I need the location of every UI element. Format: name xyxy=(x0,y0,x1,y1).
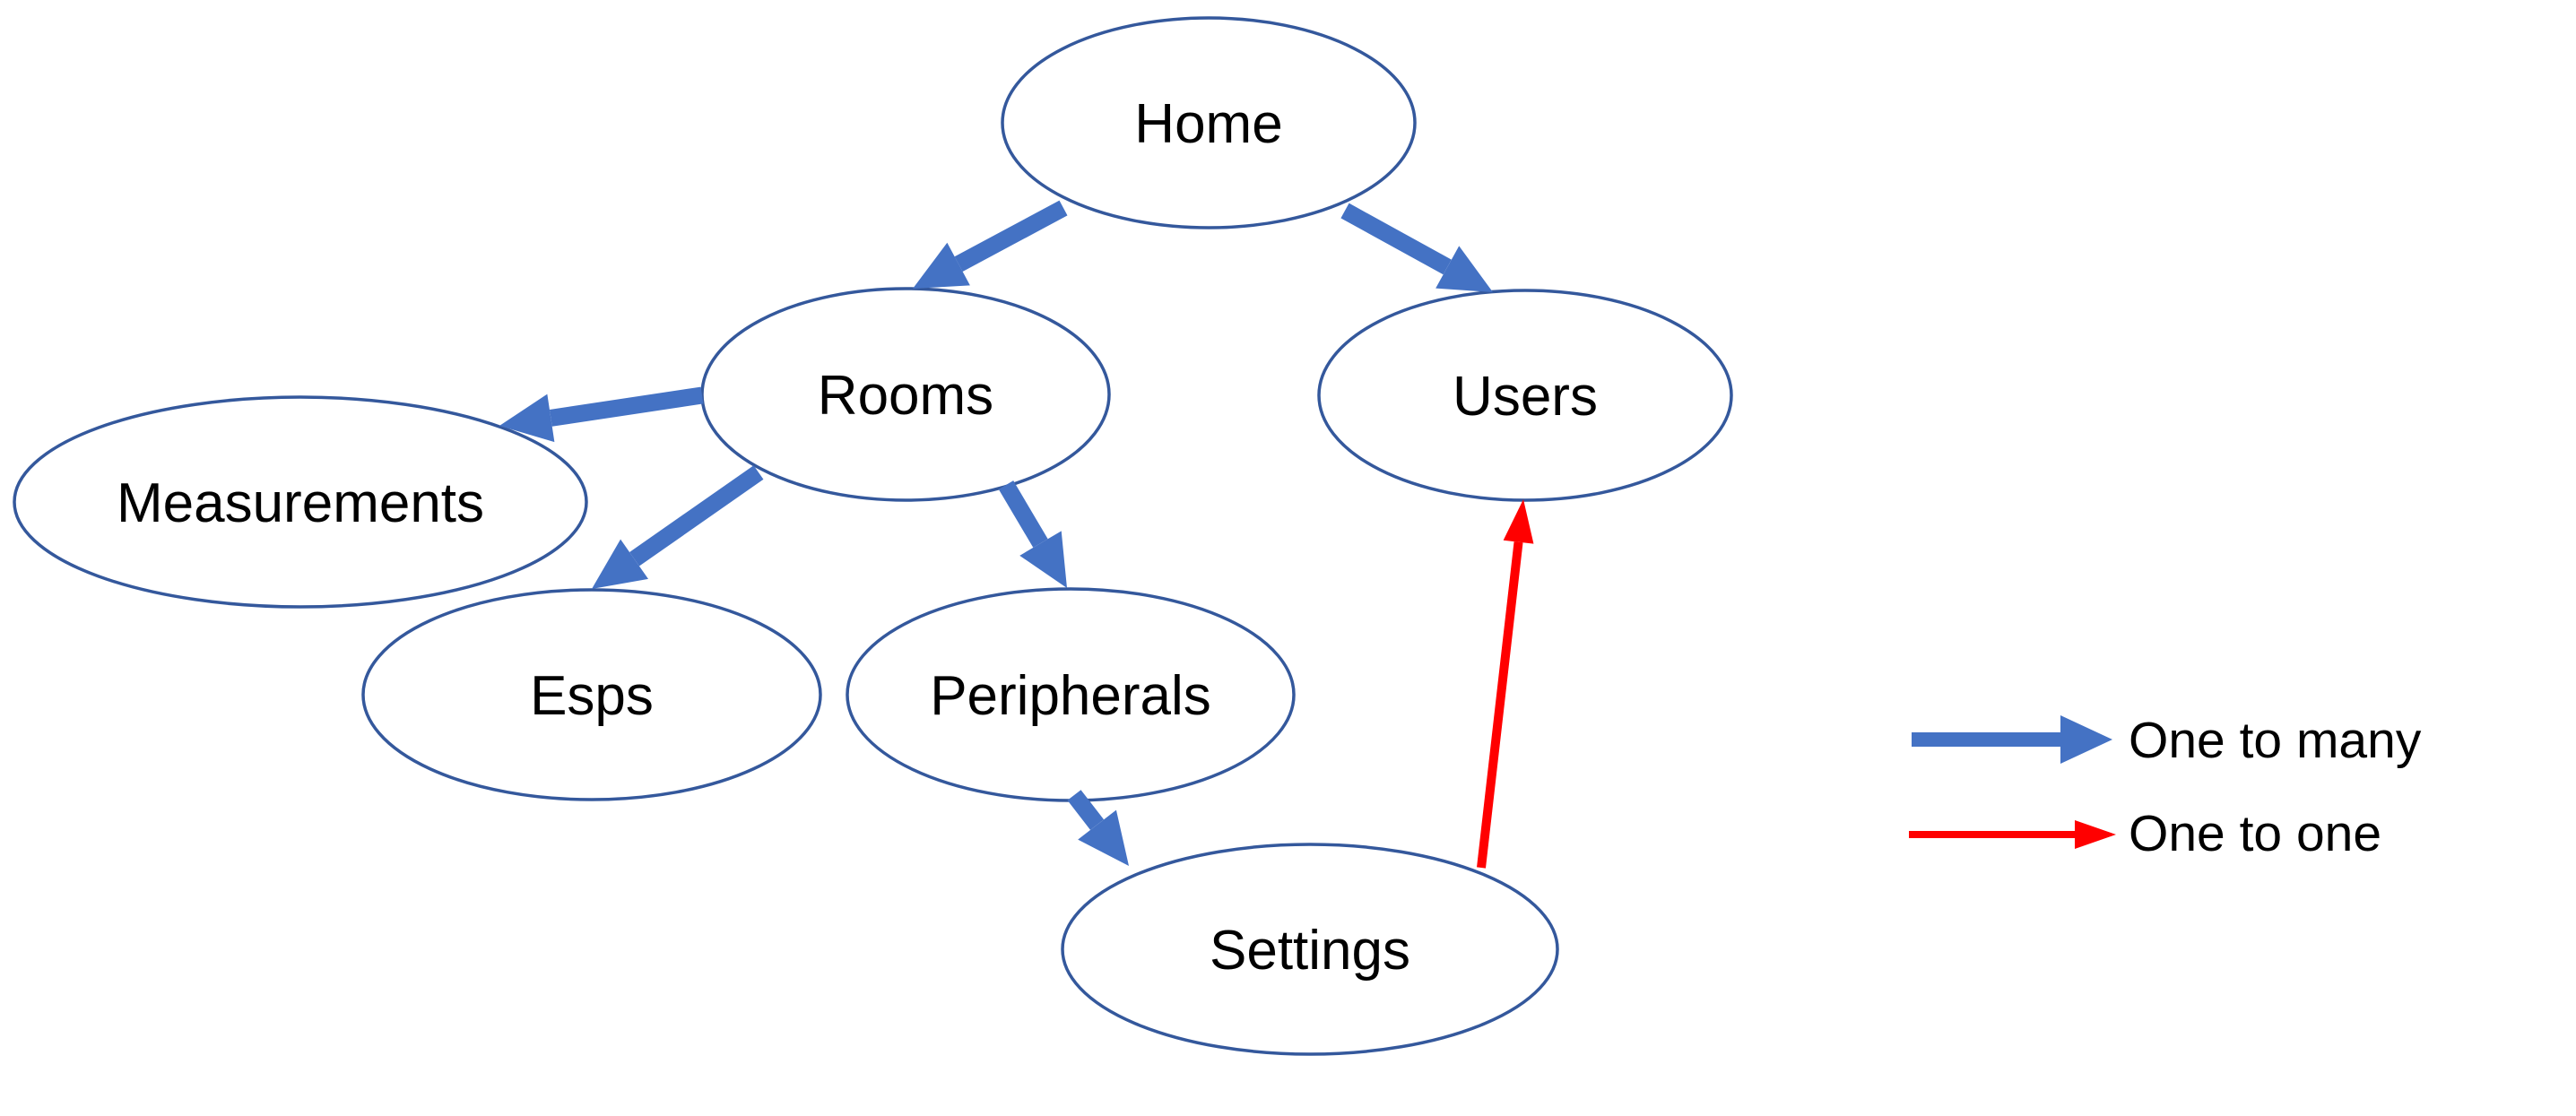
arrow-shaft xyxy=(998,480,1048,548)
node-home: Home xyxy=(1001,16,1417,229)
node-ellipse xyxy=(1317,289,1733,502)
node-label-esps: Esps xyxy=(530,665,654,727)
node-rooms: Rooms xyxy=(700,287,1111,502)
arrowhead-icon xyxy=(2060,715,2112,764)
arrow-shaft xyxy=(1477,541,1523,869)
arrowhead-icon xyxy=(1503,499,1534,544)
edge-rooms-peripherals xyxy=(998,480,1067,588)
edge-peripherals-settings xyxy=(1067,790,1129,866)
node-esps: Esps xyxy=(361,588,822,801)
node-label-measurements: Measurements xyxy=(117,472,484,534)
node-ellipse xyxy=(700,287,1111,502)
arrowhead-icon xyxy=(499,394,555,443)
node-settings: Settings xyxy=(1061,843,1559,1056)
legend-arrow-one-to-one xyxy=(1909,820,2116,849)
edge-rooms-esps xyxy=(592,465,764,589)
node-label-rooms: Rooms xyxy=(818,365,993,427)
arrowhead-icon xyxy=(1078,809,1129,866)
legend-arrow-one-to-many xyxy=(1912,715,2112,764)
arrow-shaft xyxy=(629,465,764,567)
node-ellipse xyxy=(1061,843,1559,1056)
arrow-shaft xyxy=(954,200,1068,272)
arrow-shaft xyxy=(549,386,704,427)
arrowhead-icon xyxy=(2075,820,2116,849)
arrowhead-icon xyxy=(913,242,970,289)
node-label-home: Home xyxy=(1134,93,1282,155)
node-label-settings: Settings xyxy=(1210,920,1410,982)
node-label-users: Users xyxy=(1453,366,1598,428)
node-users: Users xyxy=(1317,289,1733,502)
arrow-shaft xyxy=(1067,790,1105,830)
node-ellipse xyxy=(361,588,822,801)
node-label-peripherals: Peripherals xyxy=(930,665,1211,727)
arrowhead-icon xyxy=(592,539,649,589)
edge-settings-users xyxy=(1477,499,1534,869)
legend-label-one-to-many: One to many xyxy=(2129,712,2422,769)
arrow-shaft xyxy=(1340,203,1452,275)
edges-layer xyxy=(499,200,1534,869)
node-ellipse xyxy=(13,395,588,609)
edge-home-users xyxy=(1340,203,1493,292)
edge-home-rooms xyxy=(913,200,1068,289)
node-peripherals: Peripherals xyxy=(846,587,1296,802)
edge-rooms-measurements xyxy=(499,386,704,443)
node-ellipse xyxy=(1001,16,1417,229)
arrowhead-icon xyxy=(1019,531,1067,588)
node-measurements: Measurements xyxy=(13,395,588,609)
arrowhead-icon xyxy=(1435,246,1493,292)
legend-label-one-to-one: One to one xyxy=(2129,805,2381,862)
